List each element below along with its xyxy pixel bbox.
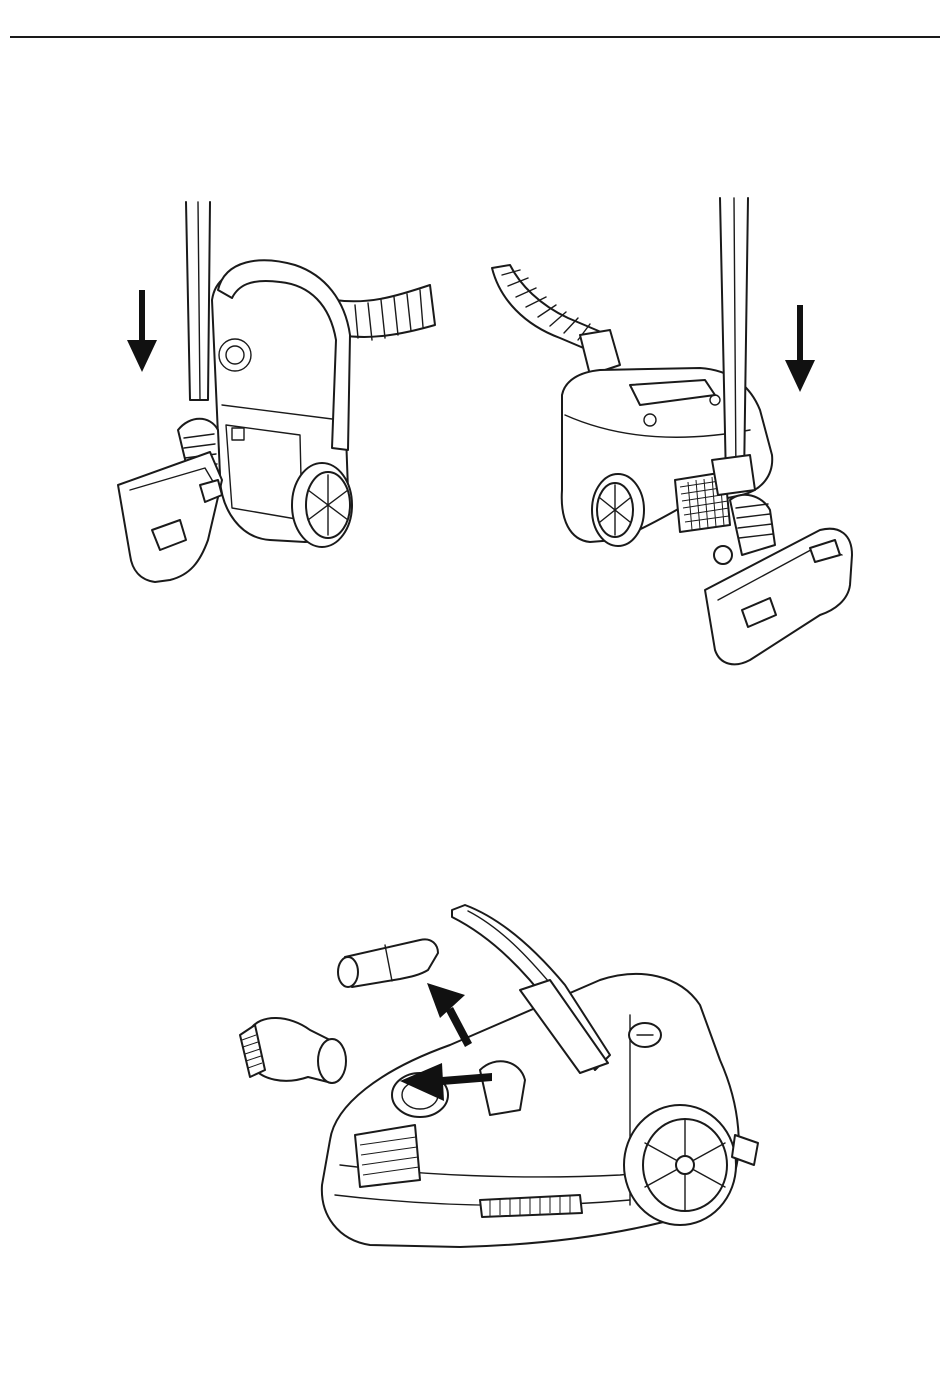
bag-vacuum-illustration bbox=[100, 190, 450, 600]
brush-tool-icon bbox=[240, 1018, 346, 1083]
arrow-icon bbox=[427, 983, 472, 1047]
figure-canister-vacuum bbox=[480, 190, 870, 670]
down-arrow-icon bbox=[127, 290, 157, 372]
bag-vacuum-body-icon bbox=[212, 260, 352, 547]
down-arrow-icon bbox=[785, 305, 815, 392]
hose-icon bbox=[492, 265, 620, 375]
tube-icon bbox=[186, 202, 210, 400]
figure-bag-vacuum bbox=[100, 190, 450, 600]
header-rule bbox=[10, 36, 940, 38]
canister-vacuum-illustration bbox=[480, 190, 870, 670]
floor-nozzle-icon bbox=[118, 419, 222, 582]
open-lid-vacuum-illustration bbox=[220, 895, 780, 1265]
figure-open-lid-vacuum bbox=[220, 895, 780, 1265]
crevice-tool-icon bbox=[338, 939, 438, 987]
